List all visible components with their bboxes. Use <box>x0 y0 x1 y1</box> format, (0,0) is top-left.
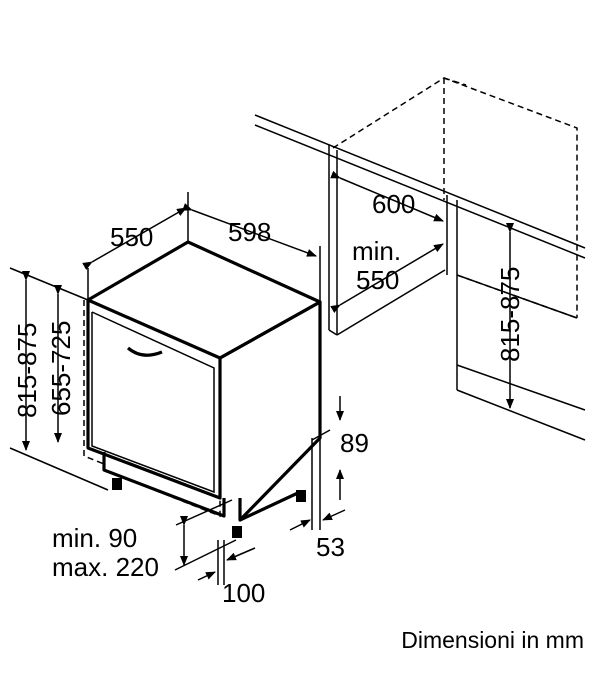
niche-min-value: 550 <box>356 265 399 295</box>
plinth-depth-label: 53 <box>316 532 345 562</box>
foot-offset-label: 100 <box>222 578 265 608</box>
plinth-gap-label: 89 <box>340 428 369 458</box>
depth-label: 550 <box>110 222 153 252</box>
units-caption: Dimensioni in mm <box>401 627 584 653</box>
body-height-label: 655-725 <box>46 321 76 416</box>
dimension-lines <box>9 170 514 585</box>
width-label: 598 <box>228 217 271 247</box>
niche-min-label: min. <box>352 236 401 266</box>
toe-min-label: min. 90 <box>52 523 137 553</box>
niche-width-label: 600 <box>372 189 415 219</box>
kitchen-niche <box>254 77 586 441</box>
toe-max-label: max. 220 <box>52 552 159 582</box>
niche-height-label: 815-875 <box>495 267 525 362</box>
total-height-label: 815-875 <box>12 323 42 418</box>
dishwasher-body <box>83 240 322 538</box>
